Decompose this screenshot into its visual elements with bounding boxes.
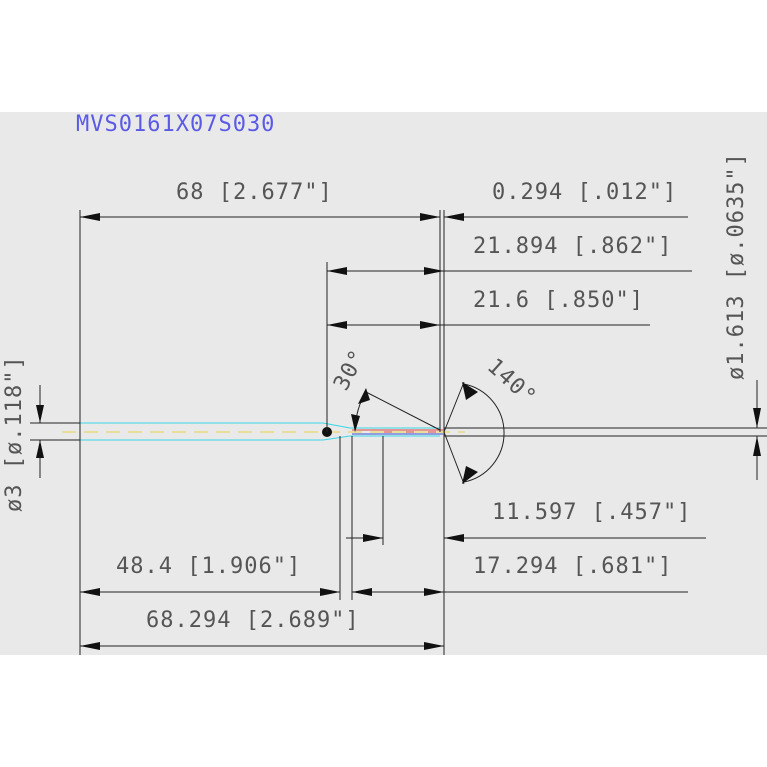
dim-overall-shank: 68 [2.677"]	[80, 180, 440, 221]
dim-overall-length: 68.294 [2.689"]	[80, 608, 444, 650]
dim-reduced-length: 17.294 [.681"]	[352, 554, 688, 596]
dim-overall-shank-label: 68 [2.677"]	[176, 180, 333, 205]
dim-neck-to-tip: 21.894 [.862"]	[327, 234, 692, 275]
part-number-title: MVS0161X07S030	[76, 112, 275, 137]
dim-reduced-length-label: 17.294 [.681"]	[473, 554, 672, 579]
dim-shank-diameter-label: ø3 [ø.118"]	[2, 355, 27, 512]
dim-shank-diameter: ø3 [ø.118"]	[2, 355, 44, 512]
dim-neck-to-tip-label: 21.894 [.862"]	[473, 234, 672, 259]
extension-lines	[30, 210, 767, 655]
dim-shank-length-label: 48.4 [1.906"]	[116, 554, 301, 579]
dim-overall-length-label: 68.294 [2.689"]	[146, 608, 360, 633]
dim-shank-length: 48.4 [1.906"]	[80, 554, 340, 596]
dim-tip-diameter-label: ø1.613 [ø.0635"]	[724, 152, 749, 380]
dim-tip-diameter: ø1.613 [ø.0635"]	[724, 152, 761, 480]
dim-flute-short	[346, 534, 383, 542]
drawing-panel	[0, 112, 767, 655]
dim-flute-length-label: 11.597 [.457"]	[492, 500, 691, 525]
dim-neck-length-label: 21.6 [.850"]	[473, 288, 644, 313]
dim-neck-length: 21.6 [.850"]	[327, 288, 650, 329]
dim-tip-length: 0.294 [.012"]	[444, 180, 688, 221]
dim-flute-length: 11.597 [.457"]	[444, 500, 706, 542]
dim-tip-length-label: 0.294 [.012"]	[492, 180, 677, 205]
